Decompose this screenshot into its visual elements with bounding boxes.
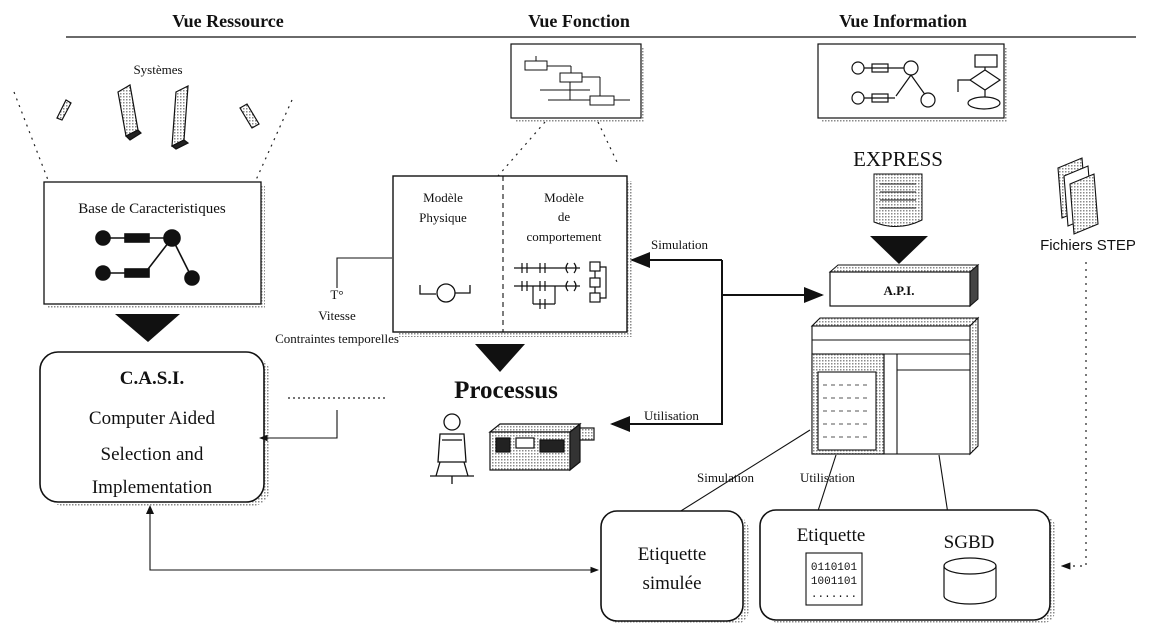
simulation-tag-label: Simulation [697, 470, 755, 485]
down-triangle-process [475, 344, 525, 372]
process-label: Processus [454, 377, 558, 404]
step-files-label: Fichiers STEP [1040, 237, 1136, 254]
express-document-icon [874, 174, 922, 227]
constraint-connector [337, 258, 392, 288]
constraint-temporal: Contraintes temporelles [275, 331, 399, 346]
casi-to-simulated-tag-arrow [150, 508, 598, 570]
constraint-temperature: T° [330, 287, 343, 302]
systems-projection-lines [14, 92, 292, 180]
header-function-view: Vue Fonction [528, 11, 630, 31]
casi-arrow-head [146, 505, 154, 514]
down-triangle-casi [115, 314, 180, 342]
api-label: A.P.I. [884, 283, 915, 298]
behavior-model-line3: comportement [526, 229, 601, 244]
feature-base-title: Base de Caracteristiques [78, 201, 226, 217]
behavior-model-line1: Modèle [544, 190, 584, 205]
simulated-tag-line1: Etiquette [638, 544, 707, 565]
operator-icon [430, 414, 474, 484]
casi-title: C.A.S.I. [120, 368, 184, 389]
down-triangle-api [870, 236, 928, 264]
bidirectional-connectors [612, 260, 822, 424]
binary-line3: ....... [811, 589, 857, 601]
step-files-icon [1058, 158, 1098, 234]
header-resource-view: Vue Ressource [172, 11, 284, 31]
casi-line1: Computer Aided [89, 408, 216, 429]
binary-line1: 0110101 [811, 562, 858, 574]
physical-model-line2: Physique [419, 210, 467, 225]
etiquette-label: Etiquette [797, 525, 866, 546]
express-label: EXPRESS [853, 147, 943, 171]
sgbd-label: SGBD [944, 532, 995, 553]
production-machine-icon [490, 424, 594, 470]
database-server-icon [812, 318, 978, 454]
utilisation-arrow-label: Utilisation [644, 408, 699, 423]
behavior-model-line2: de [558, 209, 571, 224]
casi-line3: Implementation [92, 477, 213, 498]
simulated-tag-box [601, 511, 743, 621]
database-cylinder-icon [944, 558, 996, 604]
physical-model-line1: Modèle [423, 190, 463, 205]
simulated-tag-line2: simulée [642, 573, 701, 594]
api-side [970, 265, 978, 306]
function-projection-lines [498, 122, 617, 176]
systems-label: Systèmes [133, 62, 182, 77]
constraint-speed: Vitesse [318, 308, 356, 323]
step-to-sgbd-arrow [1062, 262, 1086, 566]
systems-icon [57, 85, 259, 149]
api-top [830, 265, 978, 272]
simulation-arrow-label: Simulation [651, 237, 709, 252]
binary-line2: 1001101 [811, 576, 858, 588]
constraint-to-casi-arrow [260, 410, 337, 438]
header-information-view: Vue Information [839, 11, 967, 31]
utilisation-tag-label: Utilisation [800, 470, 855, 485]
casi-line2: Selection and [101, 444, 204, 465]
